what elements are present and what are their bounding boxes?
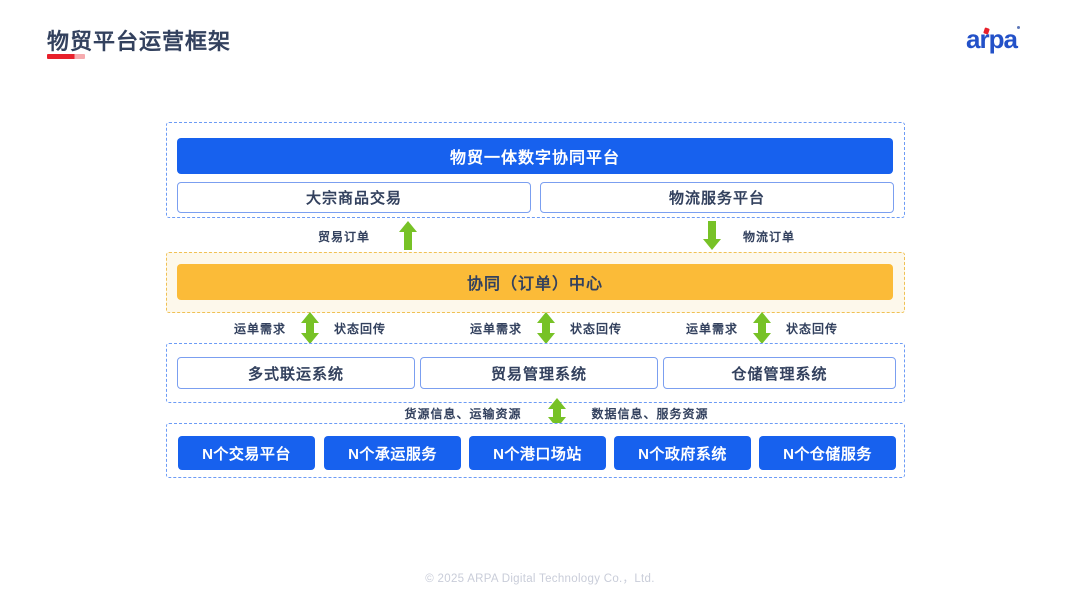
waybill-demand-label: 运单需求	[686, 321, 739, 336]
cargo-info-label: 货源信息、运输资源	[404, 406, 522, 421]
waybill-demand-label: 运单需求	[234, 321, 287, 336]
up-down-arrow-icon	[753, 312, 772, 344]
up-down-arrow-icon	[547, 398, 566, 428]
trade-order-label: 贸易订单	[318, 230, 371, 244]
down-arrow-icon	[703, 221, 721, 250]
demand-flow-group: 运单需求 状态回传	[686, 312, 838, 344]
external-layer-group: N个交易平台 N个承运服务 N个港口场站 N个政府系统 N个仓储服务	[166, 423, 905, 478]
data-info-label: 数据信息、服务资源	[591, 406, 709, 421]
platform-bar: 物贸一体数字协同平台	[177, 138, 893, 174]
warehouse-services-box: N个仓储服务	[759, 436, 896, 470]
order-center-bar: 协同（订单）中心	[177, 264, 893, 300]
logistics-order-label: 物流订单	[743, 230, 796, 244]
waybill-demand-label: 运单需求	[470, 321, 523, 336]
arpa-logo: arpa	[966, 24, 1036, 54]
framework-diagram: 物贸一体数字协同平台 大宗商品交易 物流服务平台 贸易订单 物流订单 协同（订单…	[166, 122, 905, 479]
multimodal-transport-system-box: 多式联运系统	[177, 357, 415, 389]
title-underline	[47, 54, 85, 59]
status-return-label: 状态回传	[570, 321, 623, 336]
government-systems-box: N个政府系统	[614, 436, 751, 470]
arpa-logo-text: arpa	[966, 24, 1018, 54]
demand-flow-group: 运单需求 状态回传	[470, 312, 622, 344]
trading-platforms-box: N个交易平台	[178, 436, 315, 470]
commodity-trade-box: 大宗商品交易	[177, 182, 531, 213]
copyright-text: © 2025 ARPA Digital Technology Co.，Ltd.	[425, 573, 655, 585]
up-down-arrow-icon	[537, 312, 556, 344]
port-stations-box: N个港口场站	[469, 436, 606, 470]
status-return-label: 状态回传	[786, 321, 839, 336]
logo-trademark-dot	[1017, 26, 1020, 29]
up-down-arrow-icon	[301, 312, 320, 344]
warehouse-management-system-box: 仓储管理系统	[663, 357, 896, 389]
carrier-services-box: N个承运服务	[324, 436, 461, 470]
collaboration-layer-group: 协同（订单）中心	[166, 252, 905, 313]
status-return-label: 状态回传	[334, 321, 387, 336]
demand-flow-group: 运单需求 状态回传	[234, 312, 386, 344]
trade-management-system-box: 贸易管理系统	[420, 357, 658, 389]
page-title: 物贸平台运营框架	[47, 29, 232, 54]
up-arrow-icon	[399, 221, 417, 250]
platform-layer-group: 物贸一体数字协同平台 大宗商品交易 物流服务平台	[166, 122, 905, 218]
resource-flow-group: 货源信息、运输资源 数据信息、服务资源	[187, 398, 926, 428]
logistics-service-box: 物流服务平台	[540, 182, 894, 213]
systems-layer-group: 多式联运系统 贸易管理系统 仓储管理系统	[166, 343, 905, 403]
